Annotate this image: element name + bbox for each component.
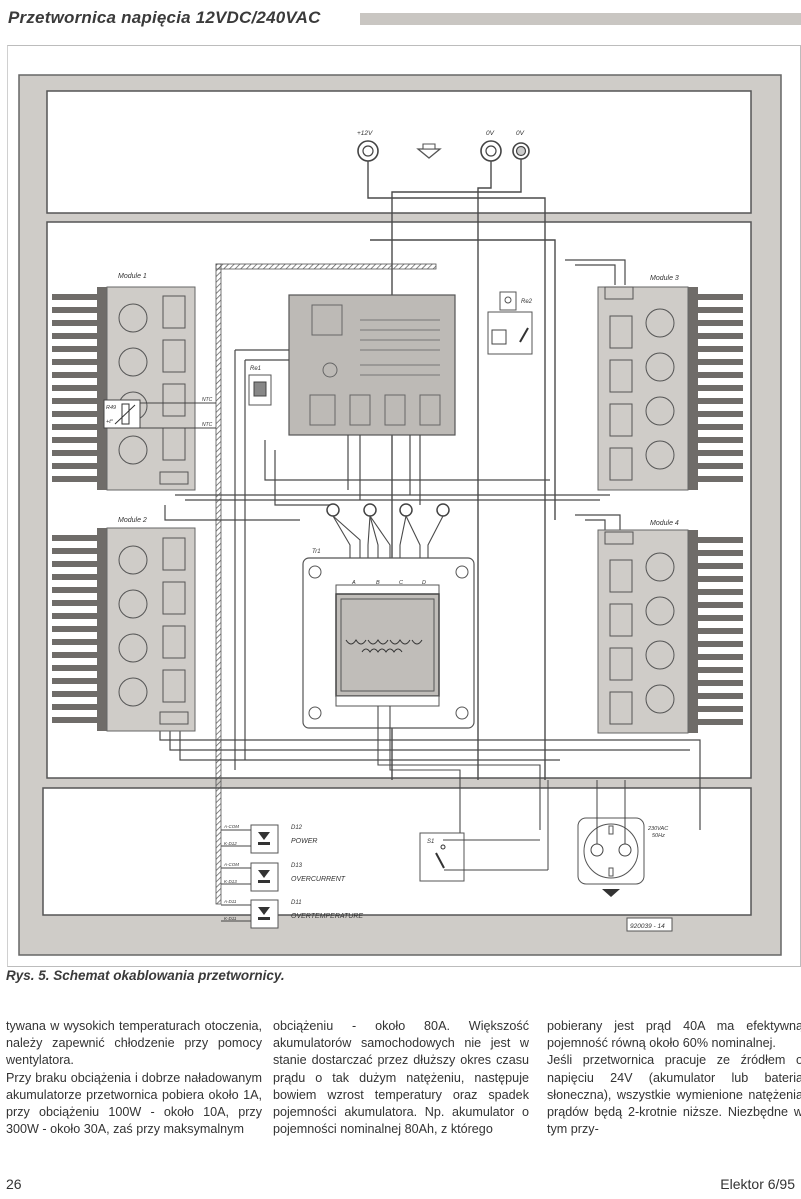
svg-text:NTC: NTC [202, 397, 213, 403]
module-2-label: Module 2 [118, 517, 147, 524]
svg-text:C: C [399, 580, 403, 586]
figure-caption: Rys. 5. Schemat okablowania przetwornicy… [6, 968, 285, 983]
mains-socket: 230VAC 50Hz [577, 780, 668, 897]
switch-s1: S1 [419, 780, 549, 882]
text-column-1: tywana w wysokich temperaturach otoczeni… [6, 1018, 262, 1138]
led-overtemperature-label: OVERTEMPERATURE [291, 913, 363, 920]
module-1: Module 1 R49 +t° NTC [52, 273, 216, 491]
svg-text:A-D11: A-D11 [223, 899, 237, 904]
led-d11-overtemperature: A-D11 K-D11 D11 OVERTEMPERATURE [221, 899, 363, 929]
top-panel [46, 90, 752, 214]
control-board [288, 294, 456, 436]
ribbon-cable [215, 263, 437, 270]
paragraph: Przy braku obciążenia i dobrze naładowan… [6, 1070, 262, 1137]
svg-text:+t°: +t° [106, 419, 114, 425]
module-3: Module 3 [597, 275, 743, 491]
svg-text:Re2: Re2 [521, 299, 533, 305]
svg-text:D: D [422, 580, 426, 586]
transformer-tr1: Tr1 A B C D [302, 549, 475, 729]
svg-text:920039 - 14: 920039 - 14 [630, 923, 665, 930]
paragraph: obciążeniu - około 80A. Większość akumul… [273, 1019, 529, 1137]
text-column-3: pobierany jest prąd 40A ma efektywną poj… [547, 1018, 801, 1138]
svg-text:0V: 0V [486, 130, 495, 137]
svg-text:K-D11: K-D11 [224, 916, 237, 921]
led-d13-overcurrent: A-COM K-D13 D13 OVERCURRENT [221, 862, 346, 892]
svg-text:A: A [351, 580, 356, 586]
power-wires [367, 159, 556, 780]
svg-text:Tr1: Tr1 [312, 549, 321, 555]
paragraph: Jeśli przetwornica pracuje ze źródłem o … [547, 1053, 801, 1137]
svg-text:K-D12: K-D12 [224, 841, 237, 846]
svg-text:D13: D13 [291, 863, 303, 869]
paragraph: tywana w wysokich temperaturach otoczeni… [6, 1019, 262, 1068]
terminal-0v-a: 0V [480, 130, 502, 162]
led-overcurrent-label: OVERCURRENT [291, 876, 346, 883]
arrow-down-icon [602, 889, 620, 897]
terminal-plus12v: +12V [357, 130, 379, 162]
svg-text:D12: D12 [291, 825, 303, 831]
svg-text:Re1: Re1 [250, 366, 261, 372]
svg-text:K-D13: K-D13 [224, 879, 237, 884]
module-3-label: Module 3 [650, 275, 679, 282]
svg-text:0V: 0V [516, 130, 525, 137]
led-d12-power: A-COM K-D12 D12 POWER [221, 824, 317, 854]
header-decorative-bar [360, 13, 801, 25]
svg-text:S1: S1 [427, 839, 434, 845]
svg-text:D11: D11 [291, 900, 302, 906]
relay-re1: Re1 [248, 366, 272, 406]
page-header-title: Przetwornica napięcia 12VDC/240VAC [8, 8, 321, 27]
paragraph: pobierany jest prąd 40A ma efektywną poj… [547, 1019, 801, 1051]
module-2: Module 2 [52, 517, 196, 732]
led-power-label: POWER [291, 838, 317, 845]
figure-code: 920039 - 14 [626, 917, 673, 932]
svg-text:A-COM: A-COM [223, 862, 239, 867]
svg-text:50Hz: 50Hz [652, 833, 665, 839]
bottom-panel [42, 787, 752, 916]
terminal-label: +12V [357, 130, 373, 137]
svg-text:B: B [376, 580, 380, 586]
svg-text:230VAC: 230VAC [647, 826, 668, 832]
module-4: Module 4 [597, 520, 743, 734]
relay-re2: Re2 [487, 291, 533, 355]
wiring-schematic: +12V 0V 0V Re1 [18, 74, 782, 956]
ntc-sensor: R49 +t° NTC NTC [103, 397, 216, 429]
journal-issue: Elektor 6/95 [720, 1176, 795, 1192]
page-number: 26 [6, 1176, 22, 1192]
svg-text:NTC: NTC [202, 422, 213, 428]
text-column-2: obciążeniu - około 80A. Większość akumul… [273, 1018, 529, 1138]
module-4-label: Module 4 [650, 520, 679, 527]
svg-text:R49: R49 [106, 405, 116, 411]
module-1-label: Module 1 [118, 273, 147, 280]
svg-text:A-COM: A-COM [223, 824, 239, 829]
